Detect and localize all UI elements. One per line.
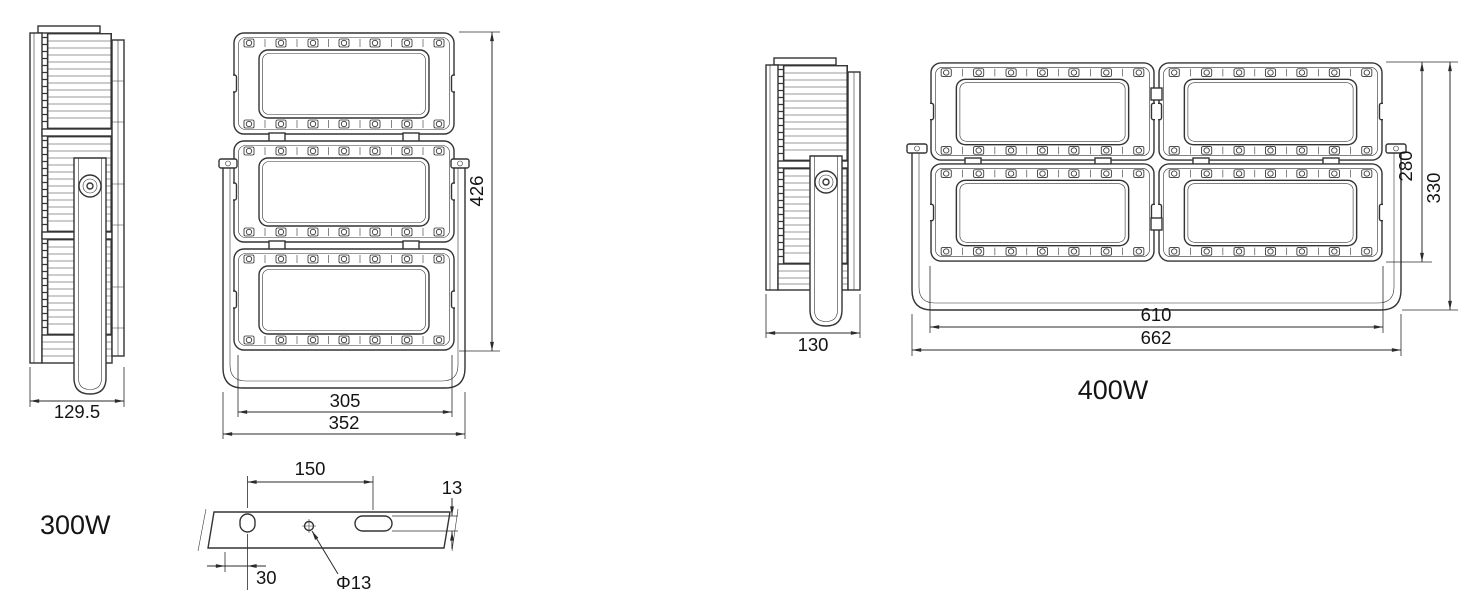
dim-300w-module-width: 305 [330, 390, 361, 411]
view-400w-side [765, 57, 861, 327]
dim-400w-module-height: 280 [1395, 151, 1416, 182]
led-module [1158, 163, 1383, 262]
mounting-arm [809, 155, 843, 327]
dim-400w-overall-height: 330 [1423, 173, 1444, 204]
side-front-bezel [29, 32, 43, 364]
dim-bracket-hole-diameter: Φ13 [336, 572, 371, 593]
dim-bracket-slot-width: 13 [442, 477, 463, 498]
yoke-pivot-bolt [1385, 143, 1407, 154]
yoke-pivot-bolt [218, 158, 238, 169]
led-module [233, 248, 455, 351]
led-module [233, 32, 455, 135]
side-top-cap [773, 57, 837, 66]
bracket-slot-left [239, 513, 256, 533]
heatsink-fins [42, 33, 112, 129]
pivot-knob [814, 170, 838, 194]
led-module [930, 163, 1155, 262]
side-front-bezel [765, 64, 779, 291]
dim-300w-height: 426 [466, 176, 487, 207]
dimension-annotations: 129.5 426 305 352 150 13 30 [29, 31, 1458, 593]
led-module [233, 140, 455, 243]
mounting-arm [73, 157, 107, 395]
led-module [1158, 62, 1383, 161]
label-model-300w: 300W [40, 510, 111, 540]
label-model-400w: 400W [1078, 375, 1149, 405]
mounting-yoke [222, 168, 466, 389]
yoke-pivot-bolt [450, 158, 470, 169]
led-module [930, 62, 1155, 161]
view-300w-side [29, 25, 125, 395]
view-300w-front [218, 32, 470, 389]
dim-400w-overall-width: 662 [1141, 327, 1172, 348]
pivot-knob [78, 174, 102, 198]
side-top-cap [37, 25, 101, 34]
dim-bracket-edge-offset: 30 [256, 567, 277, 588]
dim-bracket-hole-spacing: 150 [295, 458, 326, 479]
dim-400w-side-depth: 130 [798, 334, 829, 355]
dim-300w-overall-width: 352 [329, 412, 360, 433]
bracket-slot-right [354, 515, 393, 532]
mounting-yoke [911, 153, 1402, 311]
heatsink-fins [778, 65, 848, 161]
bracket-detail [197, 508, 459, 552]
view-400w-front [906, 62, 1407, 311]
bracket-plate [207, 511, 451, 549]
dim-300w-side-depth: 129.5 [54, 401, 100, 422]
dim-400w-module-width: 610 [1141, 304, 1172, 325]
yoke-pivot-bolt [906, 143, 928, 154]
